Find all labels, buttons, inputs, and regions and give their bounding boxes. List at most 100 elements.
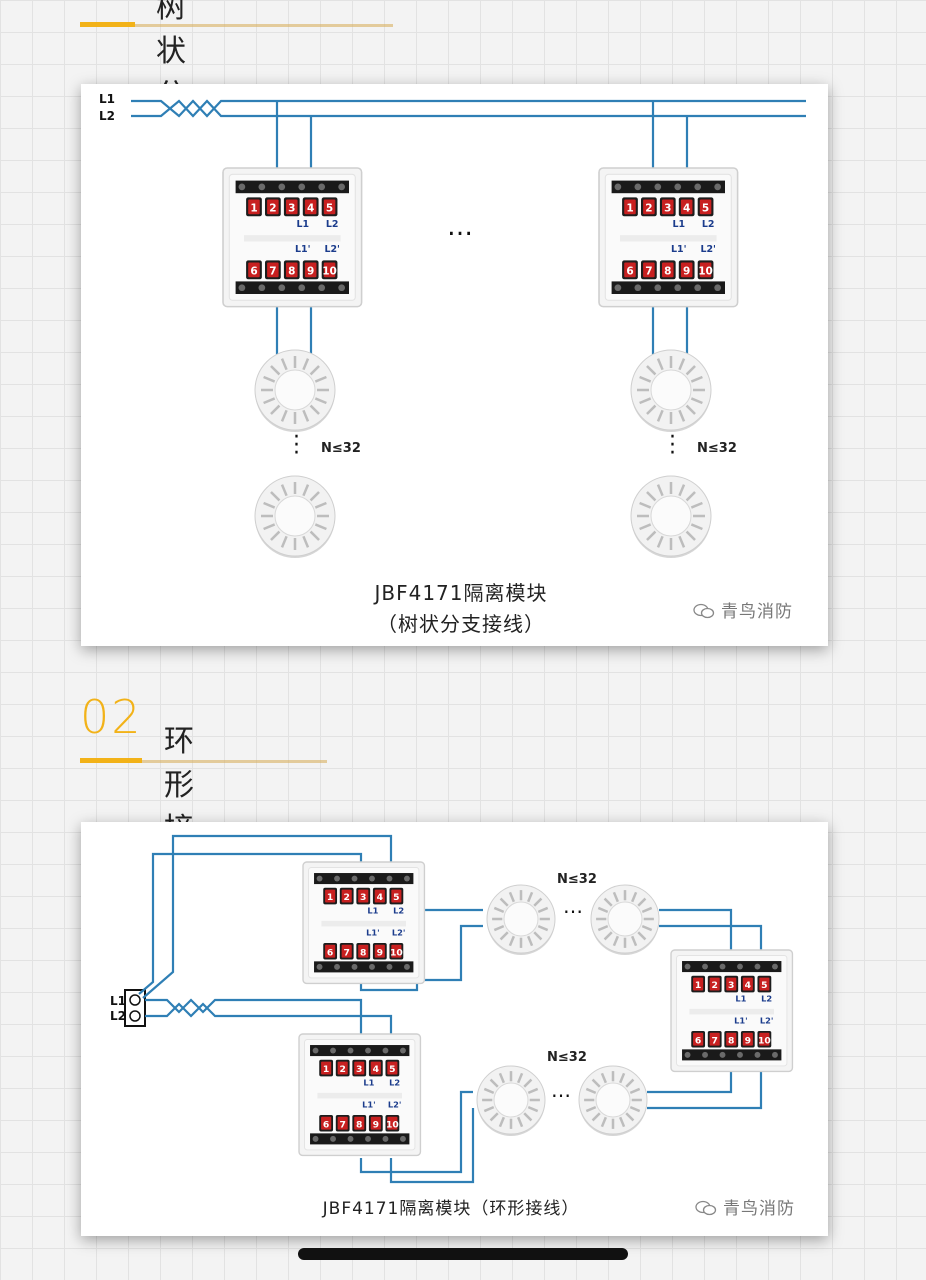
terminal-screw	[400, 1047, 406, 1054]
terminal-label-l2: L2	[393, 906, 404, 916]
detector-vent	[678, 484, 686, 497]
detector-vent	[302, 358, 310, 371]
terminal-number-bg	[374, 889, 385, 903]
wire	[138, 852, 363, 995]
detector-vent	[483, 1106, 495, 1113]
terminal-number: 4	[683, 203, 690, 215]
terminal-number-bg	[321, 1116, 332, 1130]
detector-vent	[517, 1072, 524, 1084]
detector-vent	[527, 891, 534, 903]
detector-vent	[641, 906, 653, 913]
wire	[659, 908, 733, 958]
detector-count-left: N≤32	[321, 441, 361, 456]
terminal-label-l1-out: L1'	[295, 244, 310, 255]
terminal-number-bg	[759, 1032, 770, 1046]
detector-vent	[309, 530, 320, 541]
terminal-screw	[316, 875, 323, 882]
terminal-screw	[238, 284, 246, 292]
detector-vent	[678, 409, 686, 422]
detector-center	[503, 901, 539, 937]
detector-vent	[656, 535, 664, 548]
terminal-screw	[714, 183, 722, 191]
detector-vent	[625, 1078, 635, 1088]
detector-vent	[270, 404, 281, 415]
terminal-number: 1	[327, 892, 333, 903]
terminal-number-bg	[726, 977, 737, 991]
terminal-number-bg	[709, 1032, 720, 1046]
terminal-screw	[719, 1051, 726, 1058]
detector-count-upper: N≤32	[557, 872, 597, 887]
terminal-label-l1: L1	[297, 219, 310, 230]
terminal-number-bg	[759, 977, 770, 991]
module-slot	[689, 1008, 775, 1015]
wire	[647, 1062, 763, 1110]
terminal-screw	[694, 183, 702, 191]
terminal-screw	[312, 1135, 319, 1142]
detector-vent	[537, 906, 549, 913]
home-indicator[interactable]	[298, 1248, 628, 1260]
detector-vent	[690, 397, 703, 405]
terminal-label-l2-out: L2'	[700, 244, 715, 255]
terminal-screw	[386, 963, 393, 970]
detector-vent	[533, 897, 543, 907]
terminal-screw	[702, 963, 708, 970]
terminal-number: 8	[288, 266, 295, 278]
terminal-number-bg	[323, 199, 336, 215]
terminal-number: 1	[323, 1064, 329, 1075]
detector-vent	[685, 530, 696, 541]
detector-vent	[637, 897, 647, 907]
terminal-number: 1	[250, 203, 257, 215]
terminal-number-bg	[370, 1116, 381, 1130]
wechat-icon	[695, 1200, 717, 1216]
terminal-strip	[235, 180, 349, 194]
terminal-strip	[314, 961, 414, 973]
terminal-screw	[338, 284, 346, 292]
detector-vent	[631, 935, 638, 947]
detector-vent	[678, 535, 686, 548]
section-underline-long	[135, 24, 393, 27]
terminal-screw	[382, 1047, 389, 1054]
terminal-screw	[338, 183, 346, 191]
detector-vent	[489, 1112, 499, 1122]
terminal-number-bg	[680, 199, 693, 215]
terminal-number: 9	[307, 266, 314, 278]
terminal-number-bg	[304, 199, 317, 215]
detector-vent	[637, 931, 647, 941]
terminal-number: 5	[702, 203, 709, 215]
smoke-detector	[476, 1065, 546, 1136]
terminal-label-l2: L2	[326, 219, 339, 230]
terminal-screw	[298, 183, 306, 191]
terminal-number-bg	[699, 199, 712, 215]
detector-vent	[639, 375, 652, 383]
terminal-screw	[258, 284, 266, 292]
terminal-number-bg	[325, 944, 336, 958]
module-slot	[321, 920, 407, 927]
terminal-screw	[654, 284, 662, 292]
detector-vent	[309, 404, 320, 415]
terminal-number-bg	[341, 889, 352, 903]
terminal-number-bg	[742, 977, 753, 991]
terminal-number-bg	[643, 262, 655, 278]
terminal-number-bg	[742, 1032, 753, 1046]
detector-vent	[314, 501, 327, 509]
terminal-number-bg	[662, 199, 674, 215]
terminal-strip	[310, 1133, 410, 1145]
detector-center	[607, 901, 643, 937]
detector-vent	[493, 925, 505, 932]
terminal-number: 5	[326, 203, 333, 215]
detector-center	[650, 369, 692, 411]
detector-vent	[603, 931, 613, 941]
detector-vent	[656, 484, 664, 497]
detector-vent	[678, 358, 686, 371]
terminal-screw	[614, 183, 622, 191]
wire	[359, 1090, 473, 1174]
terminal-screw	[654, 183, 662, 191]
terminal-number: 7	[269, 266, 276, 278]
detector-vent	[314, 375, 327, 383]
terminal-number: 3	[664, 203, 671, 215]
wire	[142, 834, 393, 999]
detector-vent	[690, 501, 703, 509]
